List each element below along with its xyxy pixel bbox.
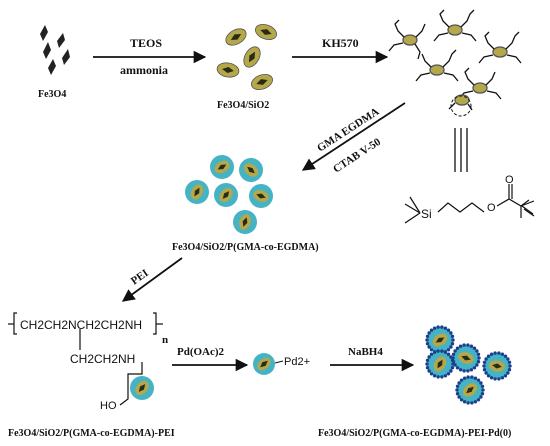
pei-structure [8,312,163,406]
si-atom: Si [421,207,432,221]
final-product-label: Fe3O4/SiO2/P(GMA-co-EGDMA)-PEI-Pd(0) [318,428,511,439]
ammonia-label: ammonia [120,63,168,77]
fe3o4-sio2-label: Fe3O4/SiO2 [217,100,269,111]
pd0-particle [455,375,485,405]
hydroxyl-label: HO [100,400,117,412]
fe3o4-particles [40,25,70,75]
pdoac2-label: Pd(OAc)2 [177,346,225,358]
fe3o4-label: Fe3O4 [38,89,66,100]
pei-repeat-unit: CH2CH2NCH2CH2NH [20,318,142,332]
arrow-step4 [121,257,183,302]
vinyl-functionalized-particles [388,9,522,111]
pei-branch: CH2CH2NH [70,352,135,366]
polymer-coated-label: Fe3O4/SiO2/P(GMA-co-EGDMA) [172,242,319,253]
silica-coated-particles [216,24,278,90]
pd0-particle [425,349,455,379]
pd0-particle [482,351,512,381]
carbonyl-o: O [505,174,514,186]
kh570-structure [404,184,535,224]
kh570-label: KH570 [322,36,359,50]
ester-o: O [487,202,496,214]
pd0-particle [451,343,481,373]
pd-ion-particle [253,353,275,375]
arrow-step3 [301,102,406,171]
polymer-coated-particles [185,155,273,234]
zoom-circle [450,95,472,117]
pei-anchored-particle [130,376,154,400]
pei-label: PEI [129,267,151,287]
equivalence-lines [454,128,468,172]
teos-label: TEOS [130,36,162,50]
pd0-particles [425,325,512,405]
pei-subscript-n: n [162,334,168,346]
nabh4-label: NaBH4 [348,346,383,358]
pd0-particle [425,325,455,355]
pei-product-label: Fe3O4/SiO2/P(GMA-co-EGDMA)-PEI [8,428,175,439]
pd-ion-label: Pd2+ [284,356,310,368]
pd-bond [274,360,284,364]
